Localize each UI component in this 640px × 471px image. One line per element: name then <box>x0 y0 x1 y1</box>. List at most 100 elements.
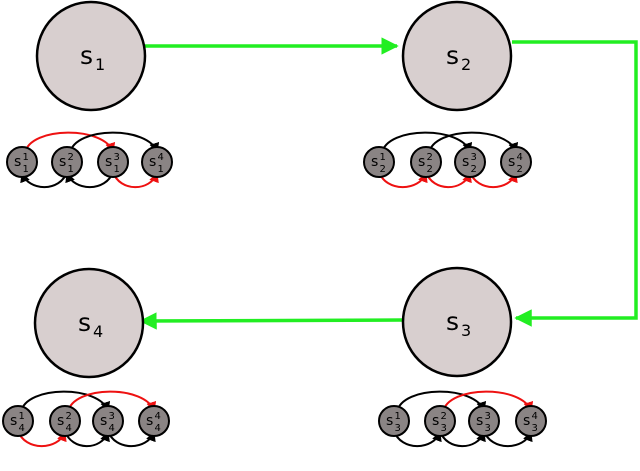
substate-sub: 4 <box>66 423 72 434</box>
state-index: 1 <box>95 55 105 74</box>
state-circle <box>401 266 513 378</box>
substate-sup: 4 <box>155 411 161 422</box>
substate-edge-2-4 <box>69 131 160 154</box>
substate-circle <box>51 146 83 178</box>
substate-sup: 2 <box>441 411 447 422</box>
state-circle <box>401 0 513 112</box>
substate-label: s <box>418 154 425 170</box>
substate-sup: 1 <box>395 411 401 422</box>
substate-circle <box>515 405 547 437</box>
substate-sub: 3 <box>485 423 491 434</box>
substate-edge-1-3 <box>20 390 111 413</box>
substate-label: s <box>523 413 530 429</box>
substate-edge-1-3 <box>396 390 487 413</box>
state-label: s <box>80 41 93 70</box>
substate-sup: 3 <box>114 152 120 163</box>
substate-label: s <box>386 413 393 429</box>
substate-sub: 4 <box>155 423 161 434</box>
substate-edge-1-3 <box>381 131 473 154</box>
substate-label: s <box>59 154 66 170</box>
substate-sup: 3 <box>485 411 491 422</box>
substate-sup: 4 <box>517 152 523 163</box>
substate-circle <box>97 146 129 178</box>
substate-label: s <box>14 154 21 170</box>
substate-label: s <box>371 154 378 170</box>
substate-label: s <box>10 413 17 429</box>
state-index: 3 <box>461 321 471 340</box>
substate-sub: 2 <box>380 164 386 175</box>
substate-sup: 1 <box>23 152 29 163</box>
substate-sub: 3 <box>395 423 401 434</box>
substate-circle <box>424 405 456 437</box>
substate-label: s <box>100 413 107 429</box>
substate-label: s <box>508 154 515 170</box>
substate-sub: 1 <box>68 164 74 175</box>
substate-edge-2-4 <box>428 131 519 154</box>
substate-circle <box>468 405 500 437</box>
substate-circle <box>141 146 173 178</box>
main-edges <box>139 37 638 330</box>
substate-circle <box>92 405 124 437</box>
substate-sup: 4 <box>532 411 538 422</box>
substate-circle <box>454 146 486 178</box>
substate-circle <box>2 405 34 437</box>
state-label: s <box>446 307 459 336</box>
substate-circle <box>49 405 81 437</box>
substate-sub: 1 <box>23 164 29 175</box>
substate-sub: 4 <box>109 423 115 434</box>
substate-sup: 4 <box>158 152 164 163</box>
substate-edge-2-4 <box>442 390 534 413</box>
substate-circle <box>6 146 38 178</box>
main-edge-s3-s4 <box>139 312 405 330</box>
substate-sup: 1 <box>380 152 386 163</box>
state-index: 4 <box>93 322 103 341</box>
substate-sub: 2 <box>471 164 477 175</box>
substate-sup: 2 <box>66 411 72 422</box>
main-edge-s2-s3 <box>512 40 638 327</box>
state-label: s <box>446 41 459 70</box>
substate-edges <box>17 390 157 447</box>
substate-sup: 2 <box>427 152 433 163</box>
substate-label: s <box>462 154 469 170</box>
substate-circle <box>363 146 395 178</box>
substate-sub: 3 <box>532 423 538 434</box>
substate-edge-2-4 <box>67 390 157 413</box>
substate-edges <box>378 131 519 188</box>
substate-sup: 3 <box>471 152 477 163</box>
substate-circle <box>378 405 410 437</box>
substate-circle <box>410 146 442 178</box>
substate-edge-1-3 <box>24 131 116 154</box>
substate-sub: 2 <box>427 164 433 175</box>
substate-label: s <box>105 154 112 170</box>
substate-edges <box>20 131 160 188</box>
substate-sup: 1 <box>19 411 25 422</box>
substate-circle <box>500 146 532 178</box>
substate-sub: 2 <box>517 164 523 175</box>
